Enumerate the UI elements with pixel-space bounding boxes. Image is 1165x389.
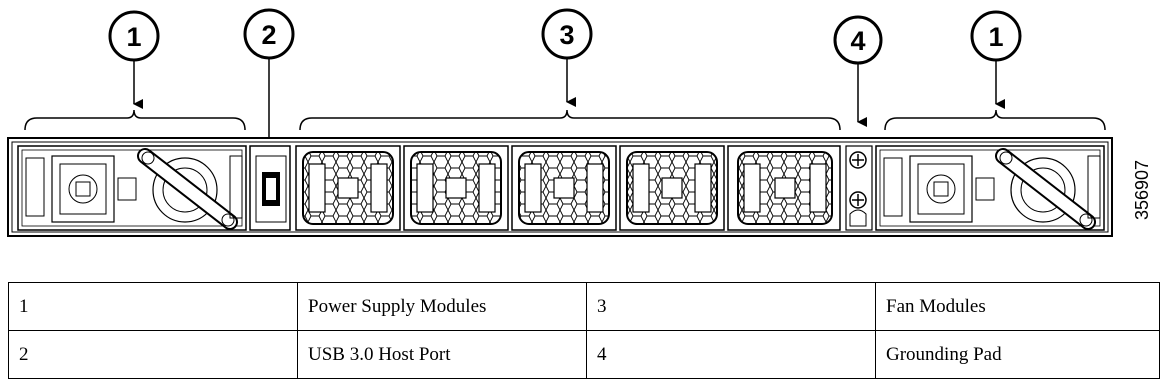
fan-module-1 [295, 145, 401, 231]
callout-number: 1 [988, 22, 1003, 52]
callout-4: 4 [833, 15, 883, 127]
legend-number: 3 [586, 282, 876, 331]
callout-number: 4 [850, 26, 865, 56]
table-row: 2 USB 3.0 Host Port 4 Grounding Pad [8, 330, 1160, 379]
fan-module-3 [511, 145, 617, 231]
bracket-fan-modules [299, 109, 841, 131]
bracket-power-supply-right [884, 109, 1106, 131]
callout-number: 1 [126, 22, 141, 52]
callout-1-right: 1 [970, 10, 1022, 109]
power-supply-module-right [875, 145, 1105, 231]
legend-label: Fan Modules [875, 282, 1160, 331]
switch-rear-panel-diagram: 1 2 3 4 1 [7, 8, 1152, 237]
legend-number: 2 [8, 330, 298, 379]
grounding-pad [845, 145, 873, 231]
legend-label: Grounding Pad [875, 330, 1160, 379]
legend-number: 1 [8, 282, 298, 331]
callout-number: 2 [261, 20, 276, 50]
legend-number: 4 [586, 330, 876, 379]
callout-2: 2 [243, 8, 295, 153]
power-supply-module-left [17, 145, 247, 231]
fan-module-2 [403, 145, 509, 231]
callout-3: 3 [541, 8, 593, 107]
table-row: 1 Power Supply Modules 3 Fan Modules [8, 282, 1160, 331]
figure-id: 356907 [1132, 160, 1152, 220]
bracket-power-supply-left [24, 109, 246, 131]
fan-module-4 [619, 145, 725, 231]
legend-label: Power Supply Modules [297, 282, 587, 331]
legend-table: 1 Power Supply Modules 3 Fan Modules 2 U… [8, 282, 1160, 379]
usb-host-port [249, 145, 291, 231]
callout-number: 3 [559, 20, 574, 50]
callout-1-left: 1 [108, 10, 160, 109]
legend-label: USB 3.0 Host Port [297, 330, 587, 379]
fan-module-5 [727, 145, 841, 231]
